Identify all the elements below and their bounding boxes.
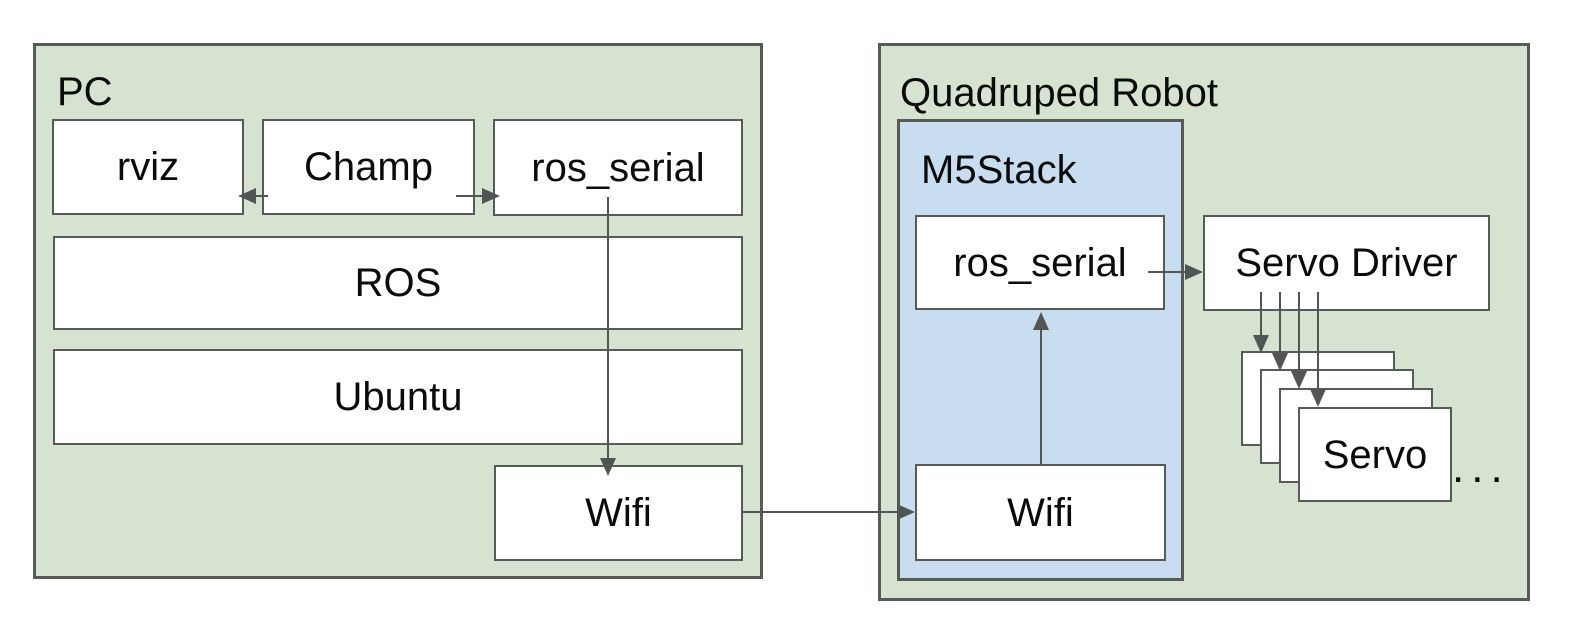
servo-ellipsis: ... — [1452, 443, 1510, 492]
rviz-label: rviz — [116, 145, 180, 189]
arrow-servo-driver-to-servo-1-head — [1253, 335, 1269, 353]
servo-driver-label: Servo Driver — [1235, 241, 1458, 285]
m5-ros-serial-box: ros_serial — [915, 215, 1165, 310]
m5-ros-serial-label: ros_serial — [953, 240, 1127, 285]
champ-label: Champ — [304, 145, 433, 189]
arrow-servo-driver-to-servo-1-line — [1260, 292, 1262, 336]
arrow-ros-serial-to-wifi-head — [600, 458, 616, 476]
m5stack-label: M5Stack — [921, 148, 1077, 192]
arrow-m5-wifi-to-ros-serial-line — [1040, 328, 1042, 464]
arrow-champ-to-ros-serial-head — [482, 188, 500, 204]
arrow-ros-serial-to-servo-driver-head — [1185, 264, 1203, 280]
servo-box-front: Servo — [1298, 407, 1452, 502]
arrow-champ-to-rviz-head — [238, 188, 256, 204]
arrow-servo-driver-to-servo-3-line — [1298, 292, 1300, 372]
arrow-servo-driver-to-servo-3-head — [1291, 371, 1307, 389]
arrow-m5-wifi-to-ros-serial-head — [1033, 312, 1049, 330]
arrow-servo-driver-to-servo-2-line — [1279, 292, 1281, 354]
rviz-box: rviz — [52, 119, 244, 215]
ubuntu-label: Ubuntu — [333, 375, 463, 419]
arrow-ros-serial-to-servo-driver-line — [1148, 271, 1186, 273]
arrow-wifi-to-wifi-head — [897, 504, 915, 520]
m5-wifi-box: Wifi — [915, 464, 1166, 561]
quadruped-robot-label: Quadruped Robot — [900, 71, 1219, 115]
ubuntu-box: Ubuntu — [53, 349, 743, 445]
servo-label: Servo — [1322, 432, 1428, 477]
pc-ros-serial-label: ros_serial — [531, 145, 705, 190]
ros-box: ROS — [53, 236, 743, 330]
ros-label: ROS — [354, 261, 442, 305]
servo-driver-box: Servo Driver — [1203, 215, 1490, 311]
arrow-ros-serial-to-wifi-line — [607, 197, 609, 459]
arrow-servo-driver-to-servo-2-head — [1272, 353, 1288, 371]
pc-label: PC — [57, 70, 113, 114]
arrow-champ-to-ros-serial-line — [456, 195, 484, 197]
arrow-servo-driver-to-servo-4-head — [1310, 389, 1326, 407]
m5-wifi-label: Wifi — [1007, 490, 1074, 535]
pc-ros-serial-box: ros_serial — [493, 119, 743, 216]
arrow-wifi-to-wifi-line — [743, 511, 899, 513]
pc-wifi-label: Wifi — [585, 491, 652, 535]
arrow-champ-to-rviz-line — [254, 195, 268, 197]
pc-wifi-box: Wifi — [494, 465, 743, 561]
champ-box: Champ — [262, 119, 475, 215]
arrow-servo-driver-to-servo-4-line — [1317, 292, 1319, 390]
